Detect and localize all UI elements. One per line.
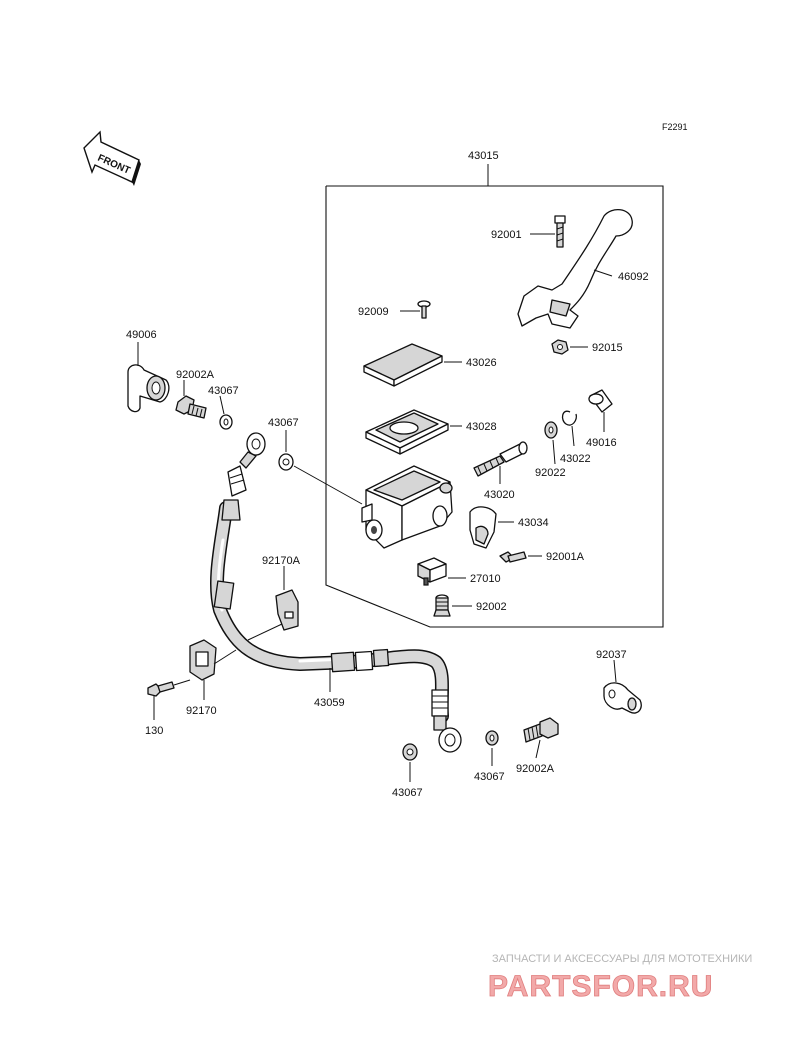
label-92022: 92022 [535,467,566,479]
label-43015: 43015 [468,150,499,162]
brake-switch-27010: 27010 [417,557,501,586]
screw-92009: 92009 [358,300,431,319]
hose-clamp-92170: 92170 [186,639,237,717]
piston-kit-43020: 43020 [473,441,528,501]
watermark-caption: ЗАПЧАСТИ И АКСЕССУАРЫ ДЛЯ МОТОТЕХНИКИ [492,953,752,965]
label-43020: 43020 [484,489,515,501]
label-92170: 92170 [186,705,217,717]
washer-92022: 92022 [535,421,566,479]
label-92015: 92015 [592,342,623,354]
diaphragm-43028: 43028 [365,409,497,455]
banjo-bolt-92002: 92002 [433,594,507,617]
label-49006: 49006 [126,329,157,341]
label-43067-mid: 43067 [268,417,299,429]
washer-43067-bottom-left: 43067 [392,743,423,799]
label-92001: 92001 [491,229,522,241]
pivot-bolt-92001: 92001 [491,215,566,248]
label-27010: 27010 [470,573,501,585]
banjo-bolt-92002a-bottom: 92002A [516,717,559,775]
label-43026: 43026 [466,357,497,369]
bleeder-cap-49006: 49006 [126,329,170,413]
label-92002a-top: 92002A [176,369,215,381]
washer-43067-top: 43067 [208,385,239,430]
clamp-92037: 92037 [596,649,642,714]
clamp-43034: 43034 [469,506,549,549]
circlip-43022: 43022 [560,410,591,465]
master-cylinder-assembly-frame: 43015 [325,150,664,628]
watermark: ЗАПЧАСТИ И АКСЕССУАРЫ ДЛЯ МОТОТЕХНИКИ PA… [488,953,753,1003]
label-92002a-bottom: 92002A [516,763,555,775]
label-43067-top: 43067 [208,385,239,397]
brake-hose-43059: 43059 [209,432,462,753]
washer-43067-bottom-right: 43067 [474,730,505,783]
label-130: 130 [145,725,163,737]
hose-clamp-92170a: 92170A [247,555,301,641]
brake-lever-46092: 46092 [517,209,649,329]
label-92002: 92002 [476,601,507,613]
label-92009: 92009 [358,306,389,318]
label-46092: 46092 [618,271,649,283]
label-49016: 49016 [586,437,617,449]
banjo-bolt-92002a-top: 92002A [175,369,215,419]
front-arrow-icon: FRONT [83,130,141,186]
watermark-logo: PARTSFOR.RU [488,970,713,1003]
label-92037: 92037 [596,649,627,661]
label-43059: 43059 [314,697,345,709]
nut-92015: 92015 [551,339,623,355]
label-43067-bottom-right: 43067 [474,771,505,783]
bolt-92001a: 92001A [499,551,585,563]
label-43022: 43022 [560,453,591,465]
master-cylinder-body [361,465,453,549]
label-92170a: 92170A [262,555,301,567]
label-43028: 43028 [466,421,497,433]
label-92001a: 92001A [546,551,585,563]
label-43034: 43034 [518,517,549,529]
reservoir-cap-43026: 43026 [363,343,497,387]
bolt-130: 130 [145,679,191,737]
washer-43067-mid: 43067 [268,417,363,505]
boot-49016: 49016 [586,389,617,449]
label-43067-bottom-left: 43067 [392,787,423,799]
figure-code: F2291 [662,122,688,132]
